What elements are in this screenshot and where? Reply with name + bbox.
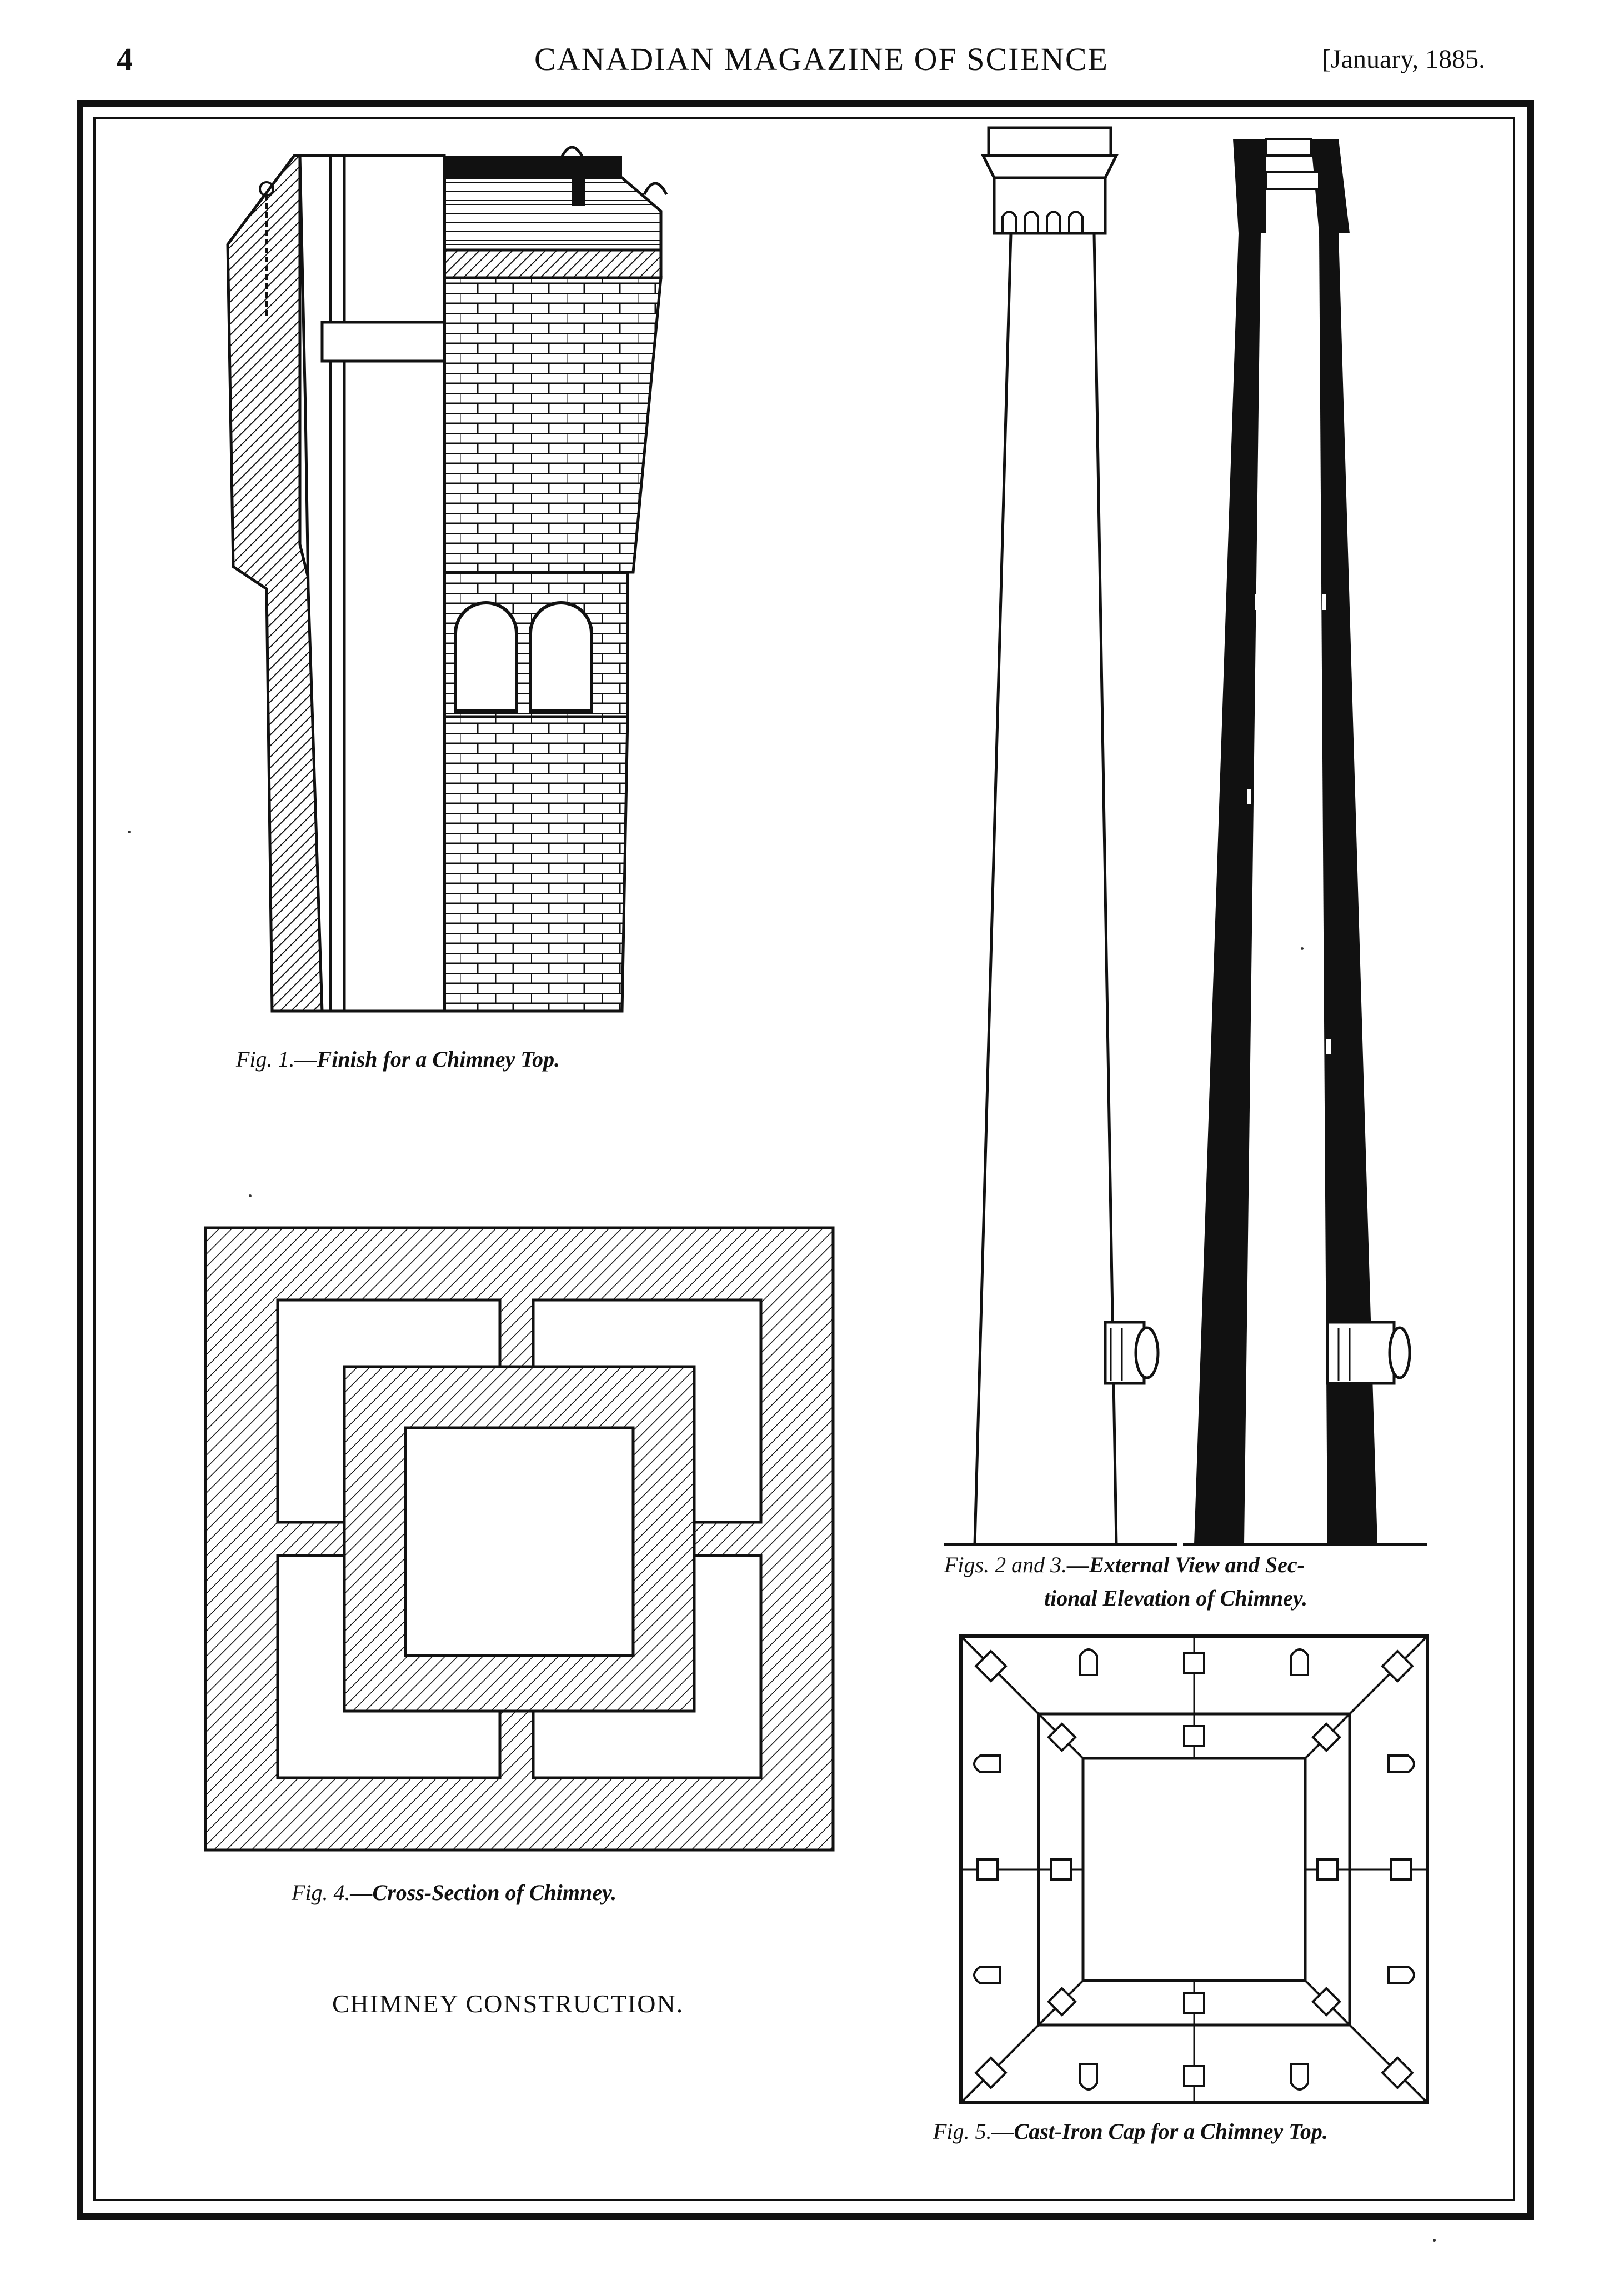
fig23-caption-line1: Figs. 2 and 3.—External View and Sec- — [944, 1550, 1305, 1580]
fig1-caption: Fig. 1.—Finish for a Chimney Top. — [236, 1044, 560, 1074]
print-speck — [1433, 2239, 1436, 2242]
plate-outer-border — [77, 100, 1534, 2220]
fig4-caption: Fig. 4.—Cross-Section of Chimney. — [292, 1878, 616, 1908]
fig5-caption-text: —Cast-Iron Cap for a Chimney Top. — [991, 2119, 1328, 2144]
issue-date: [January, 1885. — [1322, 44, 1486, 74]
fig4-caption-text: —Cross-Section of Chimney. — [350, 1880, 617, 1905]
plate-title: CHIMNEY CONSTRUCTION. — [332, 1989, 684, 2018]
fig2-external-view-drawing — [944, 126, 1177, 1546]
fig1-label: Fig. 1. — [236, 1047, 295, 1072]
fig3-sectional-elevation-drawing — [1183, 138, 1427, 1546]
running-title: CANADIAN MAGAZINE OF SCIENCE — [534, 41, 1109, 77]
fig4-label: Fig. 4. — [292, 1880, 350, 1905]
fig5-caption: Fig. 5.—Cast-Iron Cap for a Chimney Top. — [933, 2117, 1328, 2147]
fig23-label: Figs. 2 and 3. — [944, 1552, 1067, 1577]
fig5-label: Fig. 5. — [933, 2119, 992, 2144]
fig23-caption-line2: tional Elevation of Chimney. — [1044, 1583, 1307, 1613]
page-number: 4 — [117, 41, 133, 77]
fig23-caption-text-2: tional Elevation of Chimney. — [1044, 1586, 1308, 1611]
plate-inner-border — [93, 117, 1515, 2201]
print-speck — [249, 1194, 252, 1197]
print-speck — [128, 831, 131, 833]
fig1-caption-text: —Finish for a Chimney Top. — [294, 1047, 560, 1072]
fig5-cast-iron-cap-drawing — [959, 1634, 1429, 2104]
fig4-cross-section-drawing — [204, 1226, 835, 1852]
print-speck — [1301, 947, 1304, 950]
fig23-caption-text-1: —External View and Sec- — [1067, 1552, 1305, 1577]
fig1-chimney-top-drawing — [226, 146, 668, 1013]
